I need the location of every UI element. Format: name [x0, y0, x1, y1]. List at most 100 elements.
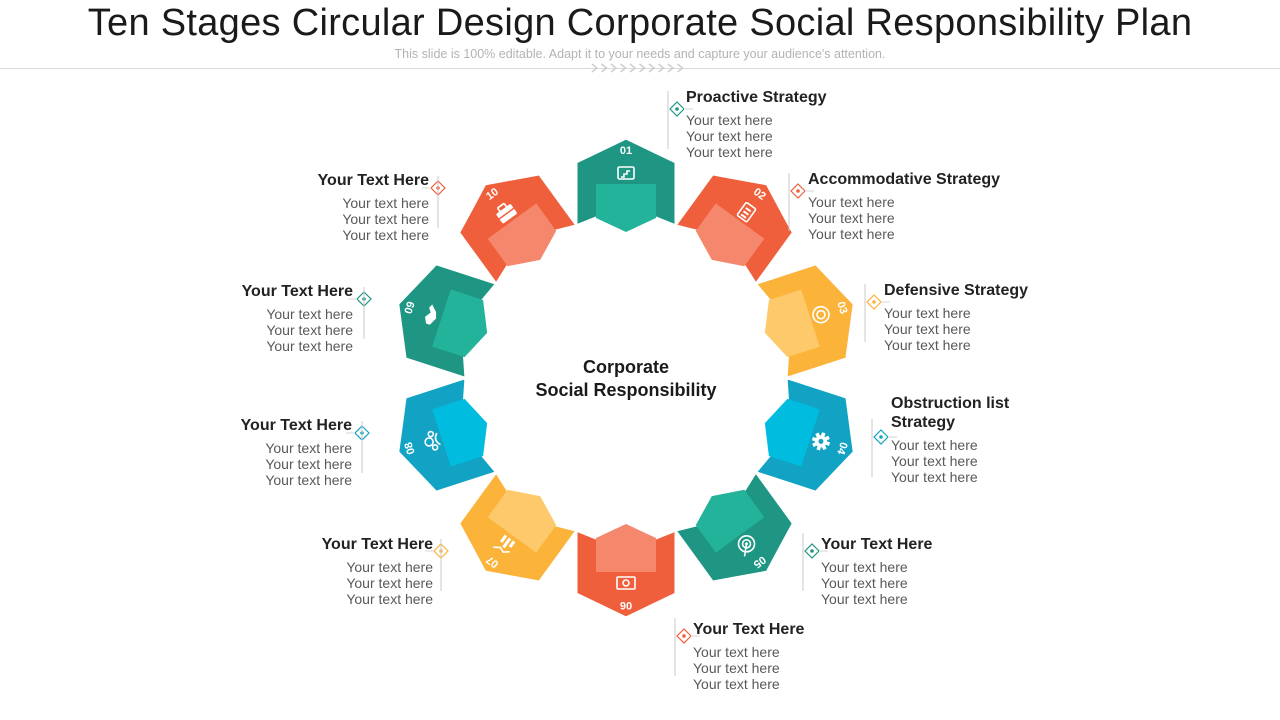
target-icon	[737, 535, 756, 557]
stage-01-heading: Proactive Strategy	[686, 89, 827, 106]
body-line: Your text here	[266, 306, 353, 322]
stage-02-heading: Accommodative Strategy	[808, 171, 1001, 188]
stage-08-marker-icon	[346, 421, 370, 473]
stage-02-number: 02	[751, 186, 768, 203]
body-line: Your text here	[821, 575, 908, 591]
stage-07-heading: Your Text Here	[321, 536, 433, 553]
body-line: Your text here	[884, 305, 971, 321]
body-line: Your text here	[891, 469, 978, 485]
stage-05-number: 05	[751, 553, 768, 570]
stage-07-number: 07	[484, 553, 501, 570]
team-icon	[424, 430, 441, 451]
stage-03-heading: Defensive Strategy	[884, 282, 1029, 299]
body-line: Your text here	[342, 227, 429, 243]
body-line: Your text here	[693, 660, 780, 676]
escape-stairs-icon	[617, 166, 635, 180]
center-label-line-1: Corporate	[582, 357, 669, 377]
body-line: Your text here	[693, 676, 780, 692]
body-line: Your text here	[891, 437, 978, 453]
chevron-decoration-icon	[591, 63, 684, 73]
body-line: Your text here	[808, 226, 895, 242]
stage-01-number: 01	[620, 145, 632, 157]
stage-06-marker-icon	[674, 618, 700, 676]
stage-04-shape: 04	[753, 375, 856, 494]
stage-08-number: 08	[403, 440, 418, 455]
body-line: Your text here	[686, 112, 773, 128]
body-line: Your text here	[266, 338, 353, 354]
body-line: Your text here	[346, 591, 433, 607]
stage-06-heading: Your Text Here	[693, 621, 805, 638]
stage-07-marker-icon	[425, 539, 449, 591]
stage-01-shape: 01	[574, 136, 678, 232]
stage-07-shape: 07	[457, 470, 579, 584]
stage-08-heading: Your Text Here	[240, 417, 352, 434]
money-icon	[616, 576, 636, 590]
stage-03-shape: 03	[753, 262, 856, 381]
badge-icon	[812, 305, 830, 324]
body-line: Your text here	[808, 210, 895, 226]
body-line: Your text here	[342, 195, 429, 211]
body-line: Your text here	[821, 559, 908, 575]
body-line: Your text here	[266, 322, 353, 338]
chart-icon	[493, 534, 516, 553]
body-line: Your text here	[884, 337, 971, 353]
clipboard-icon	[736, 201, 757, 223]
body-line: Your text here	[891, 453, 978, 469]
stage-08-shape: 08	[396, 375, 499, 494]
stage-04-marker-icon	[871, 419, 897, 477]
stage-01-marker-icon	[667, 91, 693, 149]
stage-03-number: 03	[834, 300, 849, 315]
body-line: Your text here	[821, 591, 908, 607]
stage-05-shape: 05	[673, 470, 795, 584]
body-line: Your text here	[686, 144, 773, 160]
center-label: Corporate Social Responsibility	[500, 356, 752, 402]
stage-10-shape: 10	[457, 172, 579, 286]
stage-10-number: 10	[484, 186, 501, 203]
body-line: Your text here	[265, 456, 352, 472]
stage-06-shape: 06	[574, 524, 678, 620]
stage-05-marker-icon	[802, 533, 828, 591]
page-title: Ten Stages Circular Design Corporate Soc…	[87, 2, 1193, 44]
body-line: Your text here	[342, 211, 429, 227]
handshake-icon	[425, 304, 437, 325]
stage-02-marker-icon	[788, 173, 814, 231]
title-divider	[0, 68, 1280, 69]
stage-10-heading: Your Text Here	[317, 172, 429, 189]
body-line: Your text here	[693, 644, 780, 660]
stage-04-number: 04	[834, 440, 849, 456]
body-line: Your text here	[265, 472, 352, 488]
stage-09-heading: Your Text Here	[241, 283, 353, 300]
stage-03-marker-icon	[864, 284, 890, 342]
center-label-line-2: Social Responsibility	[535, 380, 717, 400]
stage-10-marker-icon	[422, 176, 446, 228]
stage-06-number: 06	[620, 599, 632, 611]
stage-09-number: 09	[403, 300, 418, 315]
stage-04-heading: Obstruction list Strategy	[891, 395, 1010, 431]
briefcase-icon	[496, 202, 517, 224]
page-subtitle: This slide is 100% editable. Adapt it to…	[394, 47, 886, 61]
stage-09-shape: 09	[396, 262, 499, 381]
body-line: Your text here	[346, 575, 433, 591]
gear-icon	[811, 432, 831, 451]
body-line: Your text here	[884, 321, 971, 337]
body-line: Your text here	[808, 194, 895, 210]
